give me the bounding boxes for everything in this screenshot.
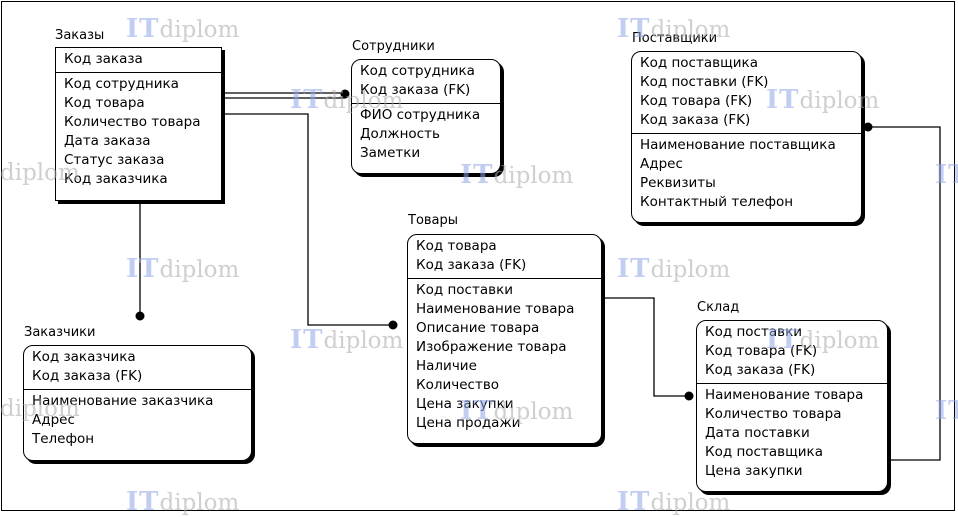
watermark: ITdiplom bbox=[617, 487, 731, 517]
entity-attributes: Наименование поставщика Адрес Реквизиты … bbox=[632, 133, 861, 215]
entity-keys: Код сотрудника Код заказа (FK) bbox=[352, 60, 500, 103]
attr-field: Описание товара bbox=[416, 320, 540, 336]
attr-field: Заметки bbox=[360, 145, 421, 161]
watermark: ITdiplom bbox=[126, 487, 240, 517]
watermark: ITdiplom bbox=[126, 14, 240, 44]
key-field: Код товара (FK) bbox=[705, 343, 818, 359]
entity-keys: Код поставщика Код поставки (FK) Код тов… bbox=[632, 52, 861, 133]
attr-field: ФИО сотрудника bbox=[360, 107, 481, 123]
attr-field: Цена продажи bbox=[416, 415, 521, 431]
entity-title-customers: Заказчики bbox=[24, 325, 96, 340]
attr-field: Код поставки bbox=[416, 282, 513, 298]
entity-employees[interactable]: Код сотрудника Код заказа (FK) ФИО сотру… bbox=[351, 59, 501, 174]
rel-end-dot bbox=[684, 391, 694, 401]
attr-field: Количество товара bbox=[64, 114, 201, 130]
watermark: diplom bbox=[0, 396, 80, 422]
attr-field: Наименование товара bbox=[705, 387, 864, 403]
rel-suppliers-warehouse bbox=[862, 126, 941, 461]
watermark: diplom bbox=[0, 160, 80, 186]
key-field: Код товара bbox=[416, 238, 497, 254]
entity-title-employees: Сотрудники bbox=[352, 39, 435, 54]
rel-end-dot bbox=[863, 122, 873, 132]
attr-field: Контактный телефон bbox=[640, 194, 794, 210]
key-field: Код заказа (FK) bbox=[416, 257, 527, 273]
entity-attributes: ФИО сотрудника Должность Заметки bbox=[352, 103, 500, 166]
rel-end-dot bbox=[135, 311, 145, 321]
attr-field: Наименование поставщика bbox=[640, 137, 836, 153]
key-field: Код сотрудника bbox=[360, 63, 475, 79]
key-field: Код заказа (FK) bbox=[32, 368, 143, 384]
entity-goods[interactable]: Код товара Код заказа (FK) Код поставки … bbox=[407, 234, 602, 444]
watermark: IT bbox=[935, 160, 958, 190]
entity-attributes: Код сотрудника Код товара Количество тов… bbox=[56, 72, 221, 192]
attr-field: Количество товара bbox=[705, 406, 842, 422]
attr-field: Дата поставки bbox=[705, 425, 810, 441]
rel-goods-warehouse bbox=[603, 297, 688, 397]
attr-field: Должность bbox=[360, 126, 440, 142]
attr-field: Цена закупки bbox=[705, 463, 803, 479]
watermark: ITdiplom bbox=[766, 325, 880, 355]
entity-attributes: Код поставки Наименование товара Описани… bbox=[408, 278, 601, 436]
key-field: Код товара (FK) bbox=[640, 93, 753, 109]
attr-field: Наименование товара bbox=[416, 301, 575, 317]
attr-field: Количество bbox=[416, 377, 500, 393]
attr-field: Дата заказа bbox=[64, 133, 151, 149]
entity-keys: Код поставки Код товара (FK) Код заказа … bbox=[697, 321, 887, 383]
watermark: ITdiplom bbox=[290, 85, 404, 115]
attr-field: Наименование заказчика bbox=[32, 393, 214, 409]
rel-end-dot bbox=[340, 89, 350, 99]
entity-keys: Код заказчика Код заказа (FK) bbox=[24, 346, 251, 389]
attr-field: Код заказчика bbox=[64, 171, 168, 187]
watermark: ITdiplom bbox=[126, 254, 240, 284]
key-field: Код заказчика bbox=[32, 349, 136, 365]
key-field: Код поставки bbox=[705, 324, 802, 340]
entity-title-orders: Заказы bbox=[55, 28, 105, 43]
entity-orders[interactable]: Код заказа Код сотрудника Код товара Кол… bbox=[55, 47, 222, 201]
entity-warehouse[interactable]: Код поставки Код товара (FK) Код заказа … bbox=[696, 320, 888, 492]
attr-field: Наличие bbox=[416, 358, 477, 374]
watermark: ITdiplom bbox=[766, 85, 880, 115]
key-field: Код заказа (FK) bbox=[705, 362, 816, 378]
attr-field: Код товара bbox=[64, 95, 145, 111]
attr-field: Реквизиты bbox=[640, 175, 716, 191]
key-field: Код поставщика bbox=[640, 55, 758, 71]
attr-field: Статус заказа bbox=[64, 152, 165, 168]
attr-field: Код сотрудника bbox=[64, 76, 179, 92]
watermark: ITdiplom bbox=[617, 14, 731, 44]
key-field: Код заказа bbox=[64, 51, 143, 67]
rel-end-dot bbox=[388, 320, 398, 330]
watermark: IT bbox=[935, 396, 958, 426]
attr-field: Адрес bbox=[32, 412, 75, 428]
key-field: Код поставки (FK) bbox=[640, 74, 769, 90]
entity-suppliers[interactable]: Код поставщика Код поставки (FK) Код тов… bbox=[631, 51, 862, 223]
entity-title-warehouse: Склад bbox=[697, 300, 740, 315]
attr-field: Изображение товара bbox=[416, 339, 567, 355]
watermark: ITdiplom bbox=[290, 325, 404, 355]
watermark: ITdiplom bbox=[617, 254, 731, 284]
entity-attributes: Наименование заказчика Адрес Телефон bbox=[24, 389, 251, 452]
attr-field: Код поставщика bbox=[705, 444, 823, 460]
entity-keys: Код товара Код заказа (FK) bbox=[408, 235, 601, 278]
key-field: Код заказа (FK) bbox=[360, 82, 471, 98]
key-field: Код заказа (FK) bbox=[640, 112, 751, 128]
watermark: ITdiplom bbox=[460, 160, 574, 190]
watermark: ITdiplom bbox=[460, 396, 574, 426]
entity-keys: Код заказа bbox=[56, 48, 221, 72]
entity-attributes: Наименование товара Количество товара Да… bbox=[697, 383, 887, 484]
attr-field: Адрес bbox=[640, 156, 683, 172]
entity-title-goods: Товары bbox=[408, 213, 459, 228]
entity-customers[interactable]: Код заказчика Код заказа (FK) Наименован… bbox=[23, 345, 252, 461]
attr-field: Телефон bbox=[32, 431, 95, 447]
rel-orders-goods bbox=[222, 113, 393, 326]
entity-title-suppliers: Поставщики bbox=[632, 31, 718, 46]
attr-field: Цена закупки bbox=[416, 396, 514, 412]
